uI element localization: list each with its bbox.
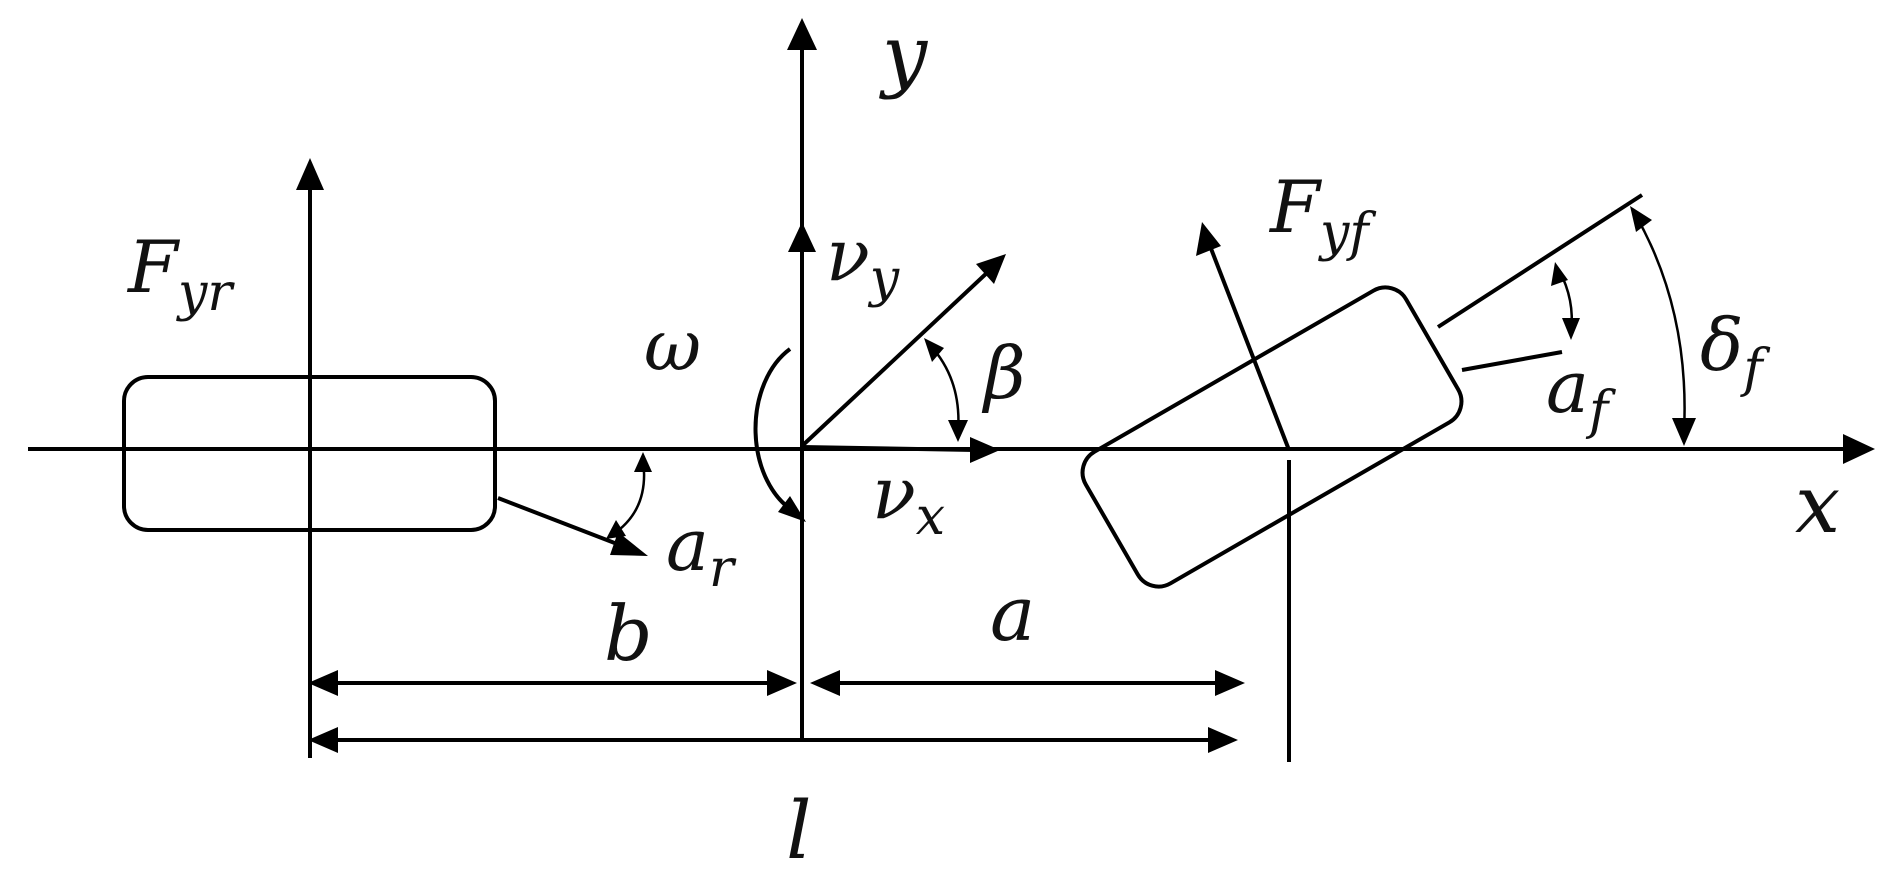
- rear-lateral-force-label: Fyr: [126, 225, 235, 323]
- alpha-r-label: ar: [666, 503, 737, 599]
- x-axis-label: x: [1795, 458, 1840, 551]
- vy-arrow: [788, 222, 816, 449]
- front-lateral-force-label: Fyf: [1268, 165, 1376, 263]
- alpha-f-label: af: [1546, 345, 1616, 441]
- front-wheel-velocity-line: [1461, 350, 1563, 372]
- rear-wheel-axis: [296, 158, 324, 758]
- beta-label: β: [981, 331, 1026, 415]
- rear-wheel: [122, 375, 497, 532]
- vx-arrow: [801, 437, 1000, 463]
- dimension-b-label: b: [604, 589, 653, 678]
- y-axis-label: y: [879, 8, 929, 101]
- dimension-a: [810, 670, 1245, 696]
- delta-f-angle-arc: [1630, 206, 1696, 446]
- front-wheel-axis: [1196, 222, 1291, 451]
- alpha-r-angle-arc: [606, 452, 652, 539]
- alpha-f-angle-arc: [1551, 262, 1580, 340]
- vy-label: νy: [826, 213, 900, 309]
- omega-rotation-arc: [753, 347, 806, 522]
- velocity-vector-arrow: [800, 254, 1006, 448]
- vx-label: νx: [872, 451, 945, 547]
- front-wheel: [1080, 285, 1464, 589]
- front-wheel-heading-line: [1436, 193, 1644, 329]
- dimension-a-label: a: [990, 569, 1035, 658]
- rear-wheel-velocity-line: [497, 496, 648, 556]
- dimension-b: [308, 670, 797, 696]
- omega-label: ω: [644, 305, 701, 387]
- beta-angle-arc: [924, 338, 968, 442]
- delta-f-label: δf: [1700, 303, 1770, 399]
- dimension-l-label: l: [786, 784, 812, 877]
- dimension-l: [308, 727, 1238, 753]
